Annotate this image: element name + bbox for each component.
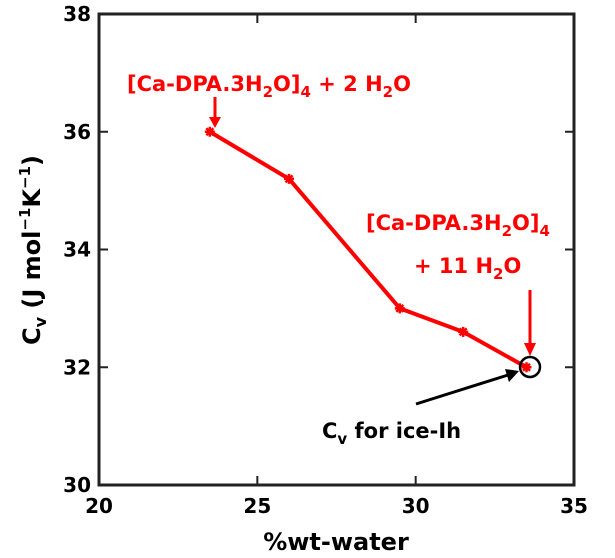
- y-tick-label: 36: [63, 120, 91, 144]
- y-tick-label: 32: [63, 355, 91, 379]
- y-axis-label: Cv (J mol−1K−1): [16, 155, 50, 345]
- data-point: [284, 173, 294, 184]
- arrow-ice-ih-head: [505, 369, 519, 382]
- series-line: [208, 130, 528, 369]
- x-axis-label: %wt-water: [263, 528, 409, 556]
- y-tick-label: 30: [63, 473, 91, 497]
- data-point: [521, 362, 532, 373]
- x-tick-label: 20: [85, 494, 113, 518]
- x-tick-label: 35: [560, 494, 588, 518]
- x-tick-label: 30: [402, 494, 430, 518]
- axis-ticks: 20 25 30 35 30 32 34 36 38: [63, 2, 588, 518]
- ice-ih-highlight-circle: [518, 355, 542, 379]
- y-tick-label: 34: [63, 238, 91, 262]
- annotation-high-water-line2: + 11 H2O: [414, 254, 521, 283]
- annotation-low-water: [Ca-DPA.3H2O]4 + 2 H2O: [127, 72, 411, 101]
- series-layer: [204, 126, 532, 373]
- annotation-ice-ih: Cv for ice-Ih: [322, 419, 461, 448]
- arrow-low-water-head: [209, 117, 221, 128]
- y-tick-label: 38: [63, 2, 91, 26]
- arrow-ice-ih-shaft: [415, 373, 509, 406]
- x-tick-label: 25: [243, 494, 271, 518]
- annotation-high-water-line1: [Ca-DPA.3H2O]4: [366, 211, 550, 240]
- arrow-high-water-head: [524, 343, 536, 356]
- data-point: [458, 326, 469, 337]
- data-point: [394, 303, 405, 314]
- data-point: [204, 126, 215, 137]
